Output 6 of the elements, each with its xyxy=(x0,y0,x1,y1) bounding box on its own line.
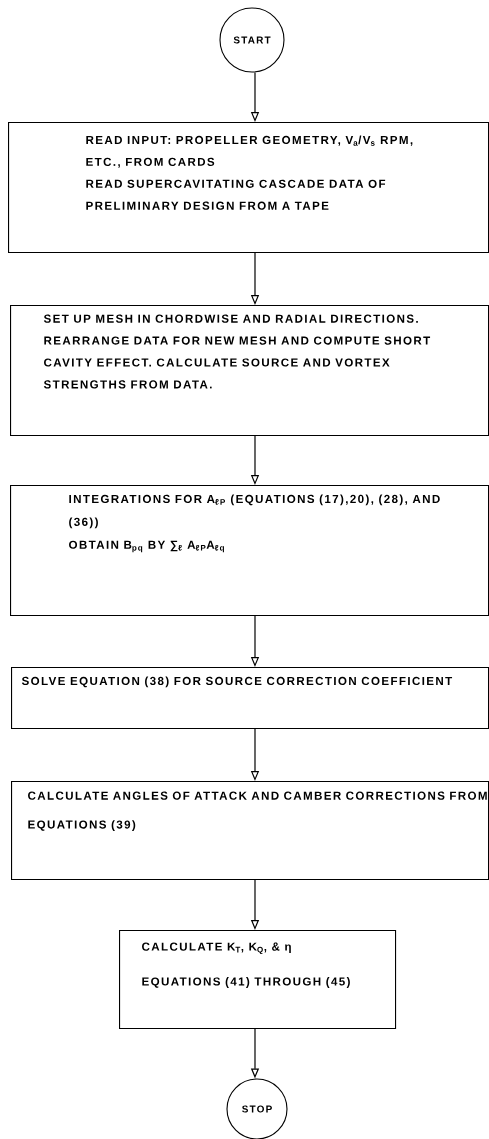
process-box: SOLVE EQUATION (38) FOR SOURCE CORRECTION COEFFICIENT xyxy=(11,667,489,730)
process-box: CALCULATE ANGLES OF ATTACK AND CAMBER CORRECTIONS FROM EQUATIONS (39) xyxy=(11,781,489,881)
process-box: INTEGRATIONS FOR A$_{ℓP}$ (EQUATIONS (17),20), (28), AND (36)) OBTAIN B$_{pq}$ BY ∑$_{ℓ}$ A$_{ℓP}$A$_{ℓq}$ xyxy=(10,485,489,617)
process-box: CALCULATE K$_{T}$, K$_{Q}$, & η EQUATIONS (41) THROUGH (45) xyxy=(119,930,397,1030)
process-box: READ INPUT: PROPELLER GEOMETRY, V$_{a}$/V$_{s}$ RPM, ETC., FROM CARDS READ SUPERCAVITATING CASCADE DATA OF PRELIMINARY DESIGN FROM A TAPE xyxy=(8,122,489,254)
process-box: SET UP MESH IN CHORDWISE AND RADIAL DIRECTIONS. REARRANGE DATA FOR NEW MESH AND COMPUTE SHORT CAVITY EFFECT. CALCULATE SOURCE AND VORTEX STRENGTHS FROM DATA. xyxy=(10,305,489,437)
